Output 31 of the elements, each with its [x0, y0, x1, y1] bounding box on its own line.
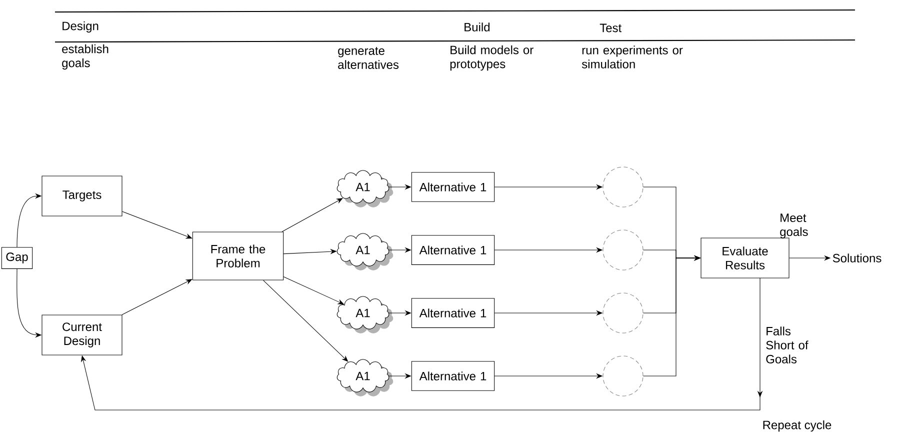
process-box: Current Design: [42, 314, 122, 356]
stage-heading: Design: [62, 21, 98, 33]
circle: [602, 230, 644, 270]
arrow: [122, 279, 192, 315]
process-box: Frame the Problem: [192, 232, 284, 280]
stage-description: Build models or prototypes: [450, 45, 534, 71]
stage-description: establish goals: [62, 44, 108, 70]
circle: [602, 166, 644, 208]
cloud: A1: [336, 359, 394, 396]
process-box: Alternative 1: [411, 361, 495, 391]
stage-heading: Build: [464, 22, 490, 32]
stage-description: generate alternatives: [338, 47, 399, 69]
circle: [602, 292, 644, 334]
circle: [602, 356, 644, 396]
process-box: Targets: [42, 176, 122, 216]
cloud: A1: [336, 296, 394, 334]
cloud: A1: [336, 170, 394, 208]
edge-label: Meet goals: [780, 214, 808, 238]
start-box: Gap: [1, 247, 33, 269]
process-box: Alternative 1: [411, 172, 495, 202]
arrow: [263, 280, 348, 362]
stage-heading: Test: [600, 24, 622, 32]
edge-label: Falls Short of Goals: [764, 325, 820, 365]
process-box: Alternative 1: [411, 235, 495, 265]
stage-description: run experiments or simulation: [582, 46, 683, 68]
process-box: Evaluate Results: [700, 238, 790, 278]
arrow: [80, 278, 763, 410]
output-label: Solutions: [832, 254, 882, 262]
process-box: Alternative 1: [411, 298, 495, 328]
cloud: A1: [336, 233, 394, 270]
cycle-label: Repeat cycle: [763, 420, 832, 432]
